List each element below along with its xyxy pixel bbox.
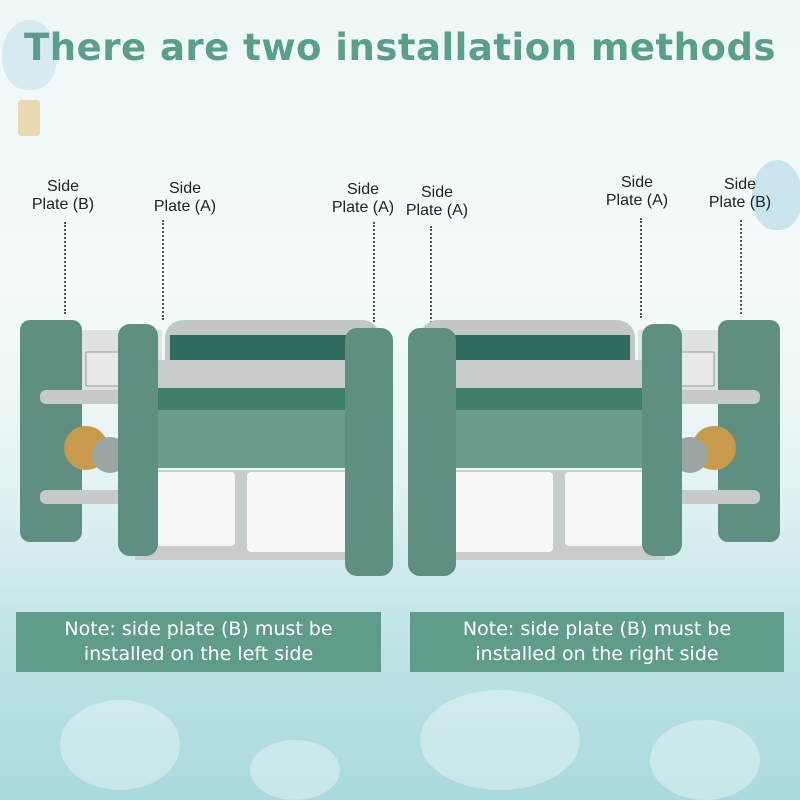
note-right: Note: side plate (B) must be installed o… — [410, 612, 784, 672]
right-installation: Side Plate (A) Side Plate (A) Side Plate… — [400, 170, 800, 690]
leader-line — [430, 226, 432, 326]
label-right-side-plate-b: Side Plate (B) — [708, 176, 772, 211]
left-installation: Side Plate (B) Side Plate (A) Side Plate… — [0, 170, 400, 690]
balloon-basket-left — [18, 100, 40, 136]
label-left-side-plate-a-1: Side Plate (A) — [153, 180, 217, 215]
bookshelf-illustration-left — [20, 320, 393, 576]
leader-line — [64, 222, 66, 314]
leader-line — [162, 220, 164, 320]
label-right-side-plate-a-2: Side Plate (A) — [605, 174, 669, 209]
label-left-side-plate-b: Side Plate (B) — [31, 178, 95, 213]
leader-line — [373, 222, 375, 322]
leader-line — [640, 218, 642, 318]
label-right-side-plate-a-1: Side Plate (A) — [405, 184, 469, 219]
leader-line — [740, 220, 742, 314]
hot-air-balloon-left — [2, 20, 57, 90]
note-left: Note: side plate (B) must be installed o… — [16, 612, 381, 672]
hot-air-balloon-right — [752, 160, 800, 230]
page-title: There are two installation methods — [24, 26, 776, 69]
label-left-side-plate-a-2: Side Plate (A) — [331, 181, 395, 216]
bookshelf-illustration-right — [408, 320, 780, 576]
